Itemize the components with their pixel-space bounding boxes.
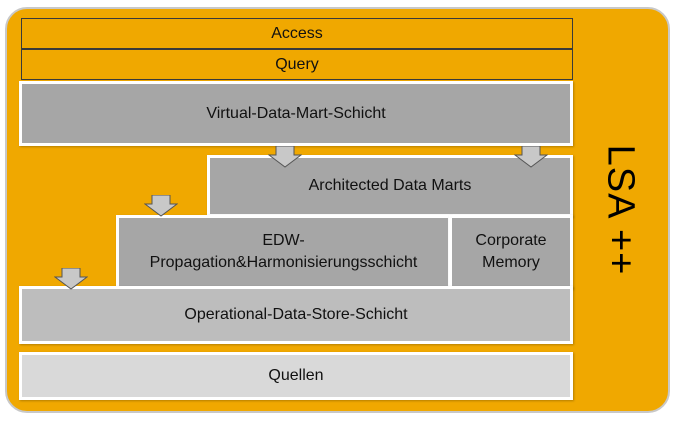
lsa-side-label: LSA ++ bbox=[590, 120, 650, 300]
down-arrow-icon bbox=[268, 146, 302, 168]
query-layer: Query bbox=[21, 49, 573, 80]
query-label: Query bbox=[275, 55, 319, 73]
architected-data-marts-label: Architected Data Marts bbox=[308, 177, 472, 194]
edw-label-line2: Propagation&Harmonisierungsschicht bbox=[149, 254, 418, 271]
quellen-layer: Quellen bbox=[19, 352, 573, 400]
ods-layer: Operational-Data-Store-Schicht bbox=[19, 286, 573, 344]
virtual-data-mart-layer: Virtual-Data-Mart-Schicht bbox=[19, 81, 573, 146]
quellen-label: Quellen bbox=[268, 367, 324, 384]
down-arrow-icon bbox=[144, 195, 178, 217]
down-arrow-icon bbox=[514, 146, 548, 168]
edw-label-line1: EDW- bbox=[262, 232, 305, 249]
ods-label: Operational-Data-Store-Schicht bbox=[184, 306, 408, 323]
corporate-memory-label-line2: Memory bbox=[482, 254, 540, 271]
corporate-memory-layer: Corporate Memory bbox=[449, 215, 573, 289]
virtual-data-mart-label: Virtual-Data-Mart-Schicht bbox=[206, 104, 386, 122]
lsa-title: LSA ++ bbox=[599, 144, 642, 276]
access-label: Access bbox=[271, 24, 323, 42]
architected-data-marts-layer: Architected Data Marts bbox=[207, 155, 573, 217]
edw-layer: EDW- Propagation&Harmonisierungsschicht bbox=[116, 215, 451, 289]
access-layer: Access bbox=[21, 18, 573, 49]
corporate-memory-label-line1: Corporate bbox=[475, 232, 547, 249]
down-arrow-icon bbox=[54, 268, 88, 290]
